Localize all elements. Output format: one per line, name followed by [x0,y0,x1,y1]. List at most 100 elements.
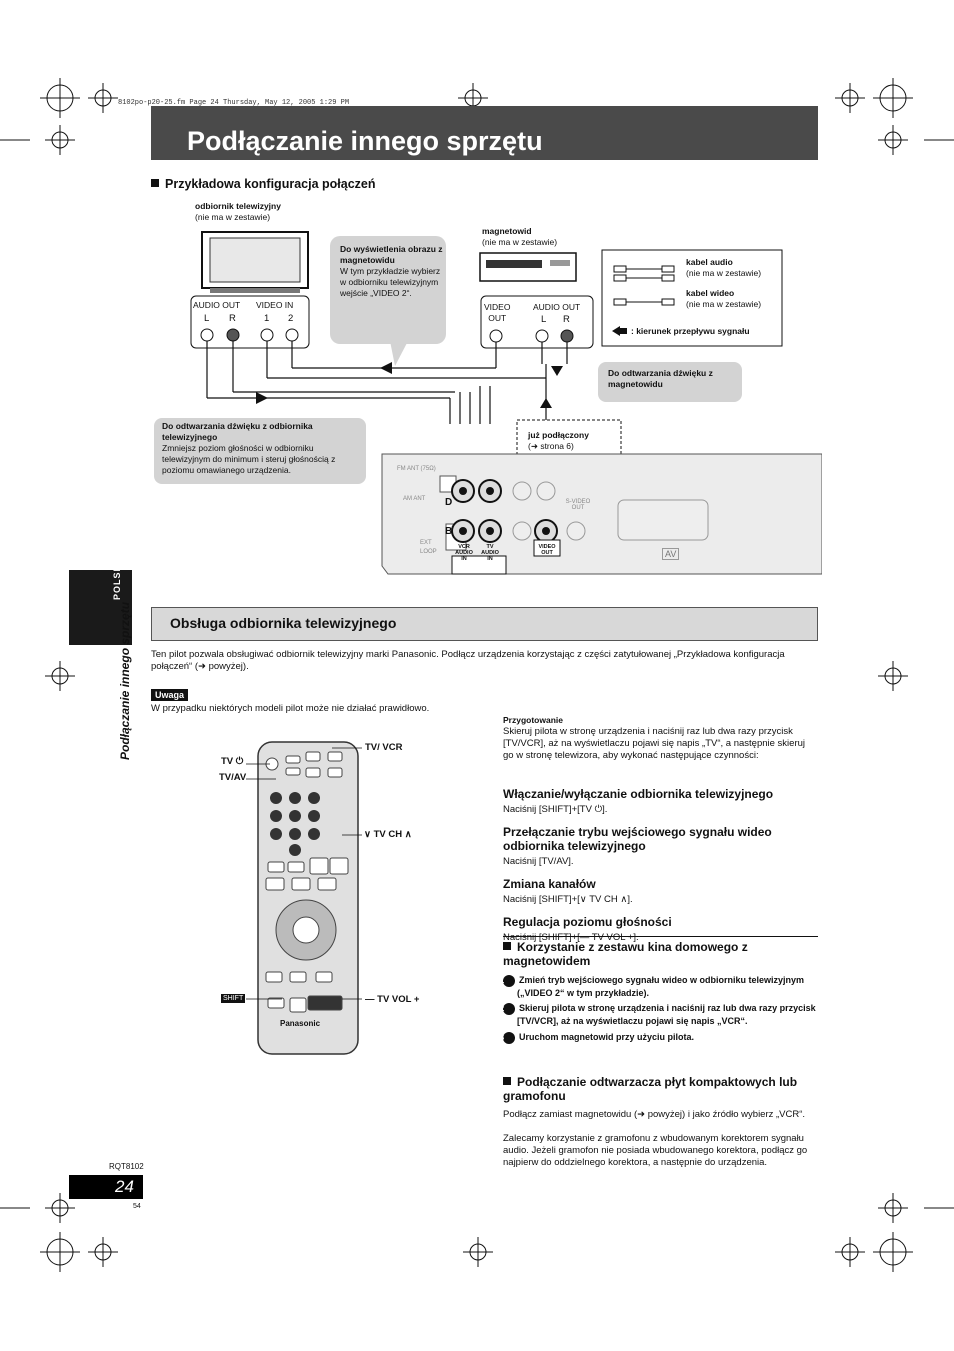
language-tab [69,570,132,645]
tv-audio-out: AUDIO OUT [193,300,241,310]
page-number: 24 [115,1177,134,1196]
legend-video-cable: kabel wideo [686,288,735,298]
vcr-step-3: 3 Uruchom magnetowid przy użyciu pilota. [500,1031,818,1044]
vcr-use-block: Korzystanie z zestawu kina domowego z ma… [500,940,818,1044]
page-number-box [69,1175,143,1199]
uwaga-badge: Uwaga [151,689,189,701]
fm-ant-label: FM ANT (75Ω) [397,466,436,472]
bubble-vcr-display-bg [330,236,446,344]
remote-label-tv-ch: ∨ TV CH ∧ [364,829,412,840]
uwaga-text: W przypadku niektórych modeli pilot może… [151,703,430,714]
remote-label-shift: SHIFT [221,994,246,1003]
vcr-label: magnetowid(nie ma w zestawie) [482,226,557,248]
connection-diagram [154,231,822,575]
step-3-icon: 3 [500,1032,515,1044]
vcr-use-title: Korzystanie z zestawu kina domowego z ma… [503,940,818,968]
divider-line [503,936,818,937]
prep-block: Przygotowanie Skieruj pilota w stronę ur… [503,715,818,762]
tv-label: odbiornik telewizyjny(nie ma w zestawie) [195,201,281,223]
s-video-out-label: S-VIDEO OUT [565,499,591,511]
vcr-step-1-text: Zmień tryb wejściowego sygnału wideo w o… [517,975,805,998]
vcr-note: (nie ma w zestawie) [482,237,558,247]
op-power-text: Naciśnij [SHIFT]+[TV ⏻]. [503,804,608,815]
legend-audio-note: (nie ma w zestawie) [686,268,762,278]
square-bullet-icon [503,1077,511,1085]
tv-in-2: 2 [288,313,294,324]
bubble-tv-sound: Do odtwarzania dźwięku z odbiornika tele… [162,421,360,476]
vcr-step-3-text: Uruchom magnetowid przy użyciu pilota. [519,1032,695,1042]
page-small-number: 54 [133,1203,141,1210]
op-input-title: Przełączanie trybu wejściowego sygnału w… [503,825,772,853]
section-bar [151,607,818,641]
example-heading-text: Przykładowa konfiguracja połączeń [165,177,376,191]
vcr-video: VIDEO [484,302,511,312]
section-title: Obsługa odbiornika telewizyjnego [170,615,397,631]
vcr-use-title-text: Korzystanie z zestawu kina domowego z ma… [503,940,748,968]
vcr-audio-in-label: VCR AUDIO IN [455,544,473,562]
legend-video: kabel wideo(nie ma w zestawie) [686,288,761,310]
video-out-label: VIDEO OUT [538,544,556,556]
vcr-illustration [479,252,577,282]
ops-list: Włączanie/wyłączanie odbiornika telewizy… [503,787,818,944]
tv-illustration [201,231,309,293]
tv-video-in: VIDEO IN [256,300,294,310]
remote-label-tv-power: TV ⏻ [221,756,244,767]
legend-video-note: (nie ma w zestawie) [686,299,762,309]
remote-label-tv-vcr: TV/ VCR [365,742,403,753]
prep-text: Skieruj pilota w stronę urządzenia i nac… [503,726,806,761]
tv-r: R [229,313,236,324]
vcr-step-2-text: Skieruj pilota w stronę urządzenia i nac… [517,1003,816,1026]
op-volume-text: Naciśnij [SHIFT]+[— TV VOL +]. [503,932,639,943]
cd-text-2: Zalecamy korzystanie z gramofonu z wbudo… [503,1133,808,1168]
legend-audio-cable: kabel audio [686,257,733,267]
already-connected-line2: (➜ strona 6) [528,441,574,451]
tv-l: L [204,313,210,324]
remote-label-tv-av: TV/AV [219,772,247,783]
legend-box [601,249,783,347]
bubble-tv-sound-text: Zmniejsz poziom głośności w odbiorniku t… [162,443,336,475]
vcr-audio-out: AUDIO OUT [533,302,581,312]
main-unit-rear-panel [381,453,822,575]
bubble-vcr-sound: Do odtwarzania dźwięku z magnetowidu [608,368,713,389]
bubble-vcr-sound-bg [598,362,742,402]
page-title: Podłączanie innego sprzętu [187,126,543,156]
square-bullet-icon [151,179,159,187]
cd-block: Podłączanie odtwarzacza płyt kompaktowyc… [503,1075,818,1169]
prep-title: Przygotowanie [503,715,563,725]
remote-brand: Panasonic [280,1019,321,1028]
jack-d-label: D [445,497,453,508]
cd-text-1: Podłącz zamiast magnetowidu (➜ powyżej) … [503,1109,806,1120]
already-connected-line1: już podłączony [528,430,589,440]
rqt-code: RQT8102 [109,1162,144,1171]
tv-note: (nie ma w zestawie) [195,212,271,222]
print-header: 8102po-p20-25.fm Page 24 Thursday, May 1… [118,99,350,107]
remote-leader-lines [246,747,362,1000]
vcr-r: R [563,314,570,325]
square-bullet-icon [503,942,511,950]
op-power-title: Włączanie/wyłączanie odbiornika telewizy… [503,787,774,801]
op-channel-title: Zmiana kanałów [503,877,596,891]
example-heading: Przykładowa konfiguracja połączeń [151,177,375,191]
legend-audio: kabel audio(nie ma w zestawie) [686,257,761,279]
tv-label-text: odbiornik telewizyjny [195,201,281,211]
jack-b-label: B [445,526,453,537]
flow-arrow-icon [612,326,627,336]
op-input-text: Naciśnij [TV/AV]. [503,856,574,867]
av-label: AV [662,548,680,560]
remote-label-tv-vol: — TV VOL + [365,994,420,1005]
bubble-tv-sound-bg [154,418,366,484]
title-bar [151,106,818,160]
intro-text: Ten pilot pozwala obsługiwać odbiornik t… [151,649,785,672]
loop-label: LOOP [420,549,437,555]
am-ant-label: AM ANT [403,496,426,502]
tv-audio-in-label: TV AUDIO IN [481,544,499,562]
remote-control [257,741,359,1055]
bubble-vcr-display-bold: Do wyświetlenia obrazu z magnetowidu [340,244,443,265]
vcr-out: OUT [488,313,507,323]
tv-jack-panel [190,295,310,349]
side-section-label: Podłączanie innego sprzętu [118,601,132,760]
legend-flow: : kierunek przepływu sygnału [631,326,750,336]
